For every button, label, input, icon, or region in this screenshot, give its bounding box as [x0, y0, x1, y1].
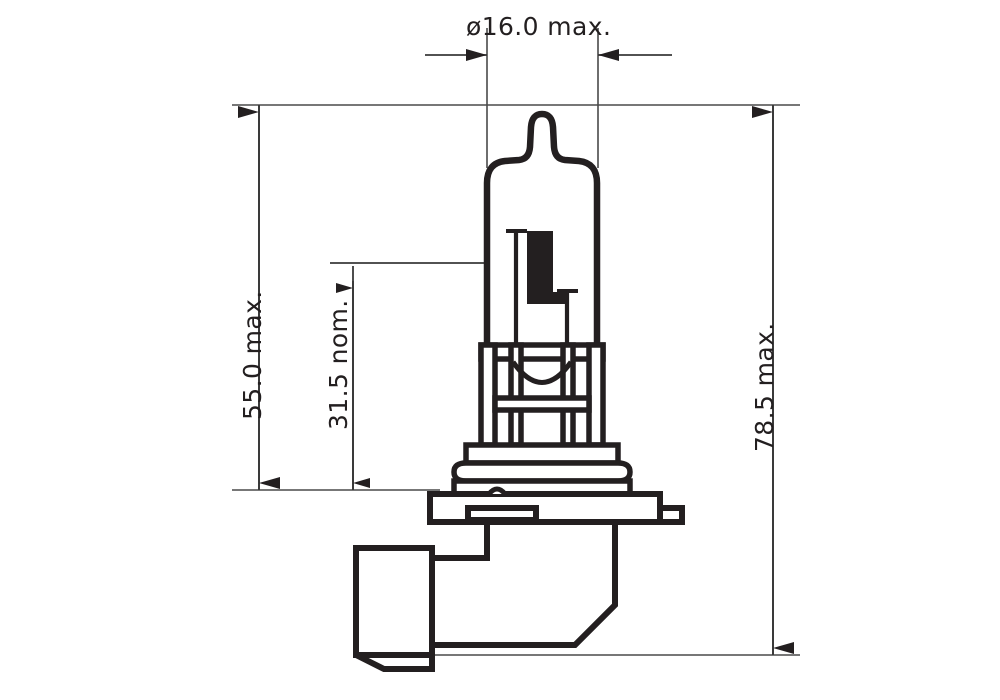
- pinch-seal-and-base: [478, 342, 606, 448]
- dimension-label-55: 55.0 max.: [238, 290, 267, 420]
- dimension-label-diameter: ø16.0 max.: [466, 12, 612, 41]
- connector-body: [427, 519, 618, 648]
- terminal-tab: [354, 652, 435, 672]
- connector-top-plate: [427, 486, 685, 525]
- dimension-label-78-5: 78.5 max.: [750, 322, 779, 452]
- terminal-block: [353, 545, 435, 672]
- filament: [527, 231, 569, 304]
- base-collar: [451, 442, 633, 498]
- dimension-label-31-5: 31.5 nom.: [324, 299, 353, 430]
- locating-tab: [657, 505, 685, 525]
- dimension-31-5: [330, 262, 500, 490]
